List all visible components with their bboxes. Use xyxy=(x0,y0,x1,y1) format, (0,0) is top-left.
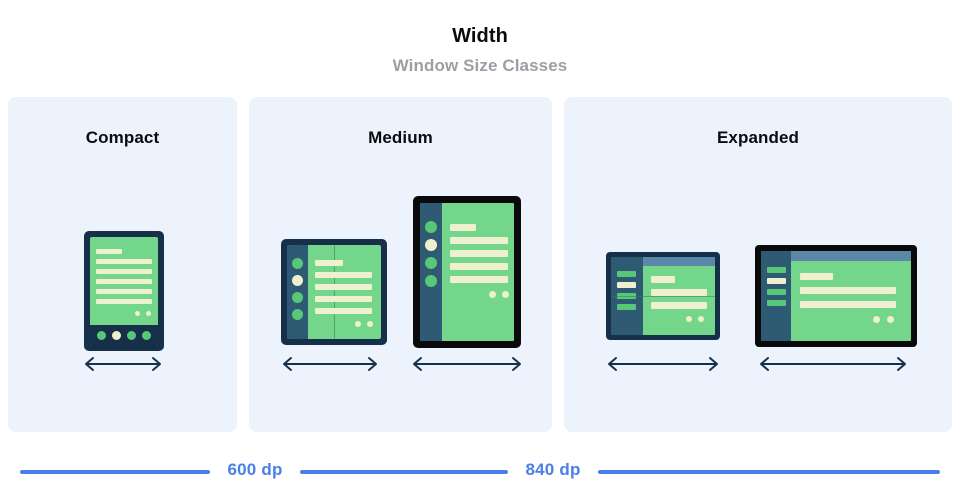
content-line xyxy=(315,296,372,302)
content-line xyxy=(315,272,372,278)
content-dot xyxy=(887,316,894,323)
rail-dot xyxy=(425,275,437,287)
width-arrow-foldable-landscape xyxy=(605,355,721,373)
content-dot xyxy=(686,316,692,322)
content-line xyxy=(96,279,152,284)
width-arrow-foldable-portrait xyxy=(280,355,380,373)
rail-item xyxy=(617,271,636,277)
content-dot xyxy=(502,291,509,298)
panel-title-compact: Compact xyxy=(85,128,160,147)
width-arrow-compact xyxy=(82,355,164,373)
device-foldable-landscape xyxy=(606,252,720,340)
rail-item xyxy=(617,304,636,310)
content-line xyxy=(800,301,896,308)
content-line xyxy=(800,287,896,294)
breakpoint-label-840dp: 840 dp xyxy=(525,460,581,479)
tablet-portrait-screen xyxy=(420,203,514,341)
phone-screen xyxy=(90,237,158,345)
content-line xyxy=(315,284,372,290)
breakpoint-scale: 600 dp 840 dp xyxy=(0,450,960,494)
app-top-bar xyxy=(791,251,911,261)
foldable-screen xyxy=(287,245,381,339)
nav-dot xyxy=(127,331,136,340)
content-dot xyxy=(873,316,880,323)
content-dot xyxy=(146,311,151,316)
page-subtitle: Window Size Classes xyxy=(392,56,568,75)
content-line xyxy=(96,299,152,304)
rail-dot xyxy=(292,292,303,303)
rail-item xyxy=(767,289,786,295)
panel-title-expanded: Expanded xyxy=(716,128,800,147)
content-line xyxy=(96,269,152,274)
content-line xyxy=(450,224,476,231)
content-dot xyxy=(367,321,373,327)
content-line xyxy=(651,289,707,296)
content-dot xyxy=(489,291,496,298)
content-dot xyxy=(355,321,361,327)
breakpoint-line-right xyxy=(598,470,940,474)
width-arrow-tablet-portrait xyxy=(410,355,524,373)
foldable-nav-rail xyxy=(287,245,308,339)
content-line xyxy=(96,249,122,254)
content-line xyxy=(450,276,508,283)
panel-medium: Medium xyxy=(249,97,552,432)
device-phone-portrait xyxy=(84,231,164,351)
content-line xyxy=(800,273,833,280)
rail-dot xyxy=(292,258,303,269)
breakpoint-label-600dp: 600 dp xyxy=(227,460,283,479)
fold-crease xyxy=(611,296,715,297)
page-title: Width xyxy=(452,25,508,47)
content-dot xyxy=(698,316,704,322)
content-line xyxy=(450,250,508,257)
content-line xyxy=(450,263,508,270)
device-tablet-portrait xyxy=(413,196,521,348)
tablet-landscape-nav-rail xyxy=(761,251,791,341)
breakpoint-line-left xyxy=(20,470,210,474)
breakpoint-line-middle xyxy=(300,470,508,474)
content-line xyxy=(651,276,675,283)
foldable-landscape-screen xyxy=(611,257,715,335)
rail-dot-active xyxy=(292,275,303,286)
rail-item-active xyxy=(617,282,636,288)
content-line xyxy=(96,289,152,294)
content-line xyxy=(96,259,152,264)
fold-crease xyxy=(334,245,335,339)
nav-dot xyxy=(97,331,106,340)
device-tablet-landscape xyxy=(755,245,917,347)
rail-dot xyxy=(292,309,303,320)
rail-item-active xyxy=(767,278,786,284)
content-line xyxy=(315,260,343,266)
width-arrow-tablet-landscape xyxy=(757,355,909,373)
nav-dot xyxy=(142,331,151,340)
rail-dot-active xyxy=(425,239,437,251)
rail-item xyxy=(767,300,786,306)
panel-compact: Compact xyxy=(8,97,237,432)
app-top-bar xyxy=(643,257,715,266)
device-foldable-portrait xyxy=(281,239,387,345)
content-line xyxy=(450,237,508,244)
panel-title-medium: Medium xyxy=(368,128,433,147)
content-dot xyxy=(135,311,140,316)
tablet-nav-rail xyxy=(420,203,442,341)
rail-dot xyxy=(425,221,437,233)
rail-dot xyxy=(425,257,437,269)
tablet-landscape-screen xyxy=(761,251,911,341)
panel-expanded: Expanded xyxy=(564,97,952,432)
nav-dot-active xyxy=(112,331,121,340)
rail-item xyxy=(767,267,786,273)
phone-navigation-bar xyxy=(90,325,158,345)
content-line xyxy=(651,302,707,309)
content-line xyxy=(315,308,372,314)
